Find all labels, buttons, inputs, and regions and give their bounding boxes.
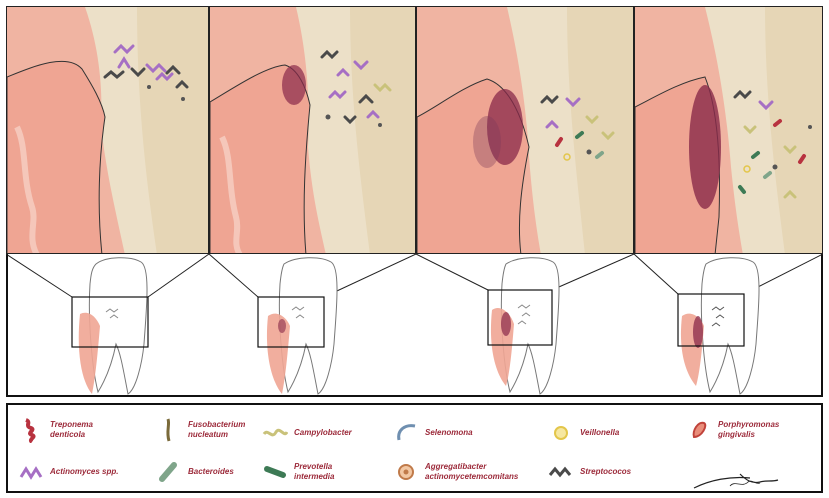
- legend-item-streptococos: Streptococos: [548, 459, 631, 485]
- legend-label: Selenomona: [425, 428, 473, 438]
- campylobacter-icon: [262, 420, 288, 446]
- legend-label: Porphyromonas gingivalis: [718, 420, 779, 440]
- porphyromonas-icon: [686, 417, 712, 443]
- stage-panel-4: [634, 6, 823, 254]
- inflammation-area: [282, 65, 306, 105]
- legend-item-selenomona: Selenomona: [393, 420, 473, 446]
- bacteroides-icon: [156, 459, 182, 485]
- tooth-outline-3: [488, 258, 559, 394]
- prevotella-icon: [262, 459, 288, 485]
- fusobacterium-icon: [156, 417, 182, 443]
- tooth-outline-1: [72, 258, 148, 394]
- stage-panel-3: [416, 6, 634, 254]
- legend-item-aggregatibacter: Aggregatibacter actinomycetemcomitans: [393, 459, 518, 485]
- legend-item-bacteroides: Bacteroides: [156, 459, 234, 485]
- legend-item-campylobacter: Campylobacter: [262, 420, 352, 446]
- legend-label: Campylobacter: [294, 428, 352, 438]
- selenomona-icon: [393, 420, 419, 446]
- legend-label: Fusobacterium nucleatum: [188, 420, 245, 440]
- author-signature: [690, 470, 780, 492]
- legend-label: Actinomyces spp.: [50, 467, 118, 477]
- legend-item-porphyromonas: Porphyromonas gingivalis: [686, 417, 779, 443]
- legend-item-treponema: Treponema denticola: [18, 417, 93, 443]
- tooth-outline-2: [258, 258, 337, 394]
- legend-label: Streptococos: [580, 467, 631, 477]
- legend-item-veillonella: Veillonella: [548, 420, 619, 446]
- inflammation-area: [689, 85, 721, 209]
- stage-panel-1: [6, 6, 209, 254]
- veillonella-icon: [548, 420, 574, 446]
- treponema-icon: [18, 417, 44, 443]
- legend-item-fusobacterium: Fusobacterium nucleatum: [156, 417, 245, 443]
- legend-label: Veillonella: [580, 428, 619, 438]
- aggregatibacter-icon: [393, 459, 419, 485]
- tooth-overview-strip: [6, 254, 823, 397]
- tooth-outline-4: [678, 258, 759, 394]
- stage-panel-2: [209, 6, 416, 254]
- legend-item-actinomyces: Actinomyces spp.: [18, 459, 118, 485]
- legend-label: Bacteroides: [188, 467, 234, 477]
- legend-label: Prevotella intermedia: [294, 462, 334, 482]
- actinomyces-icon: [18, 459, 44, 485]
- streptococos-icon: [548, 459, 574, 485]
- legend-item-prevotella: Prevotella intermedia: [262, 459, 334, 485]
- legend-label: Treponema denticola: [50, 420, 93, 440]
- legend-label: Aggregatibacter actinomycetemcomitans: [425, 462, 518, 482]
